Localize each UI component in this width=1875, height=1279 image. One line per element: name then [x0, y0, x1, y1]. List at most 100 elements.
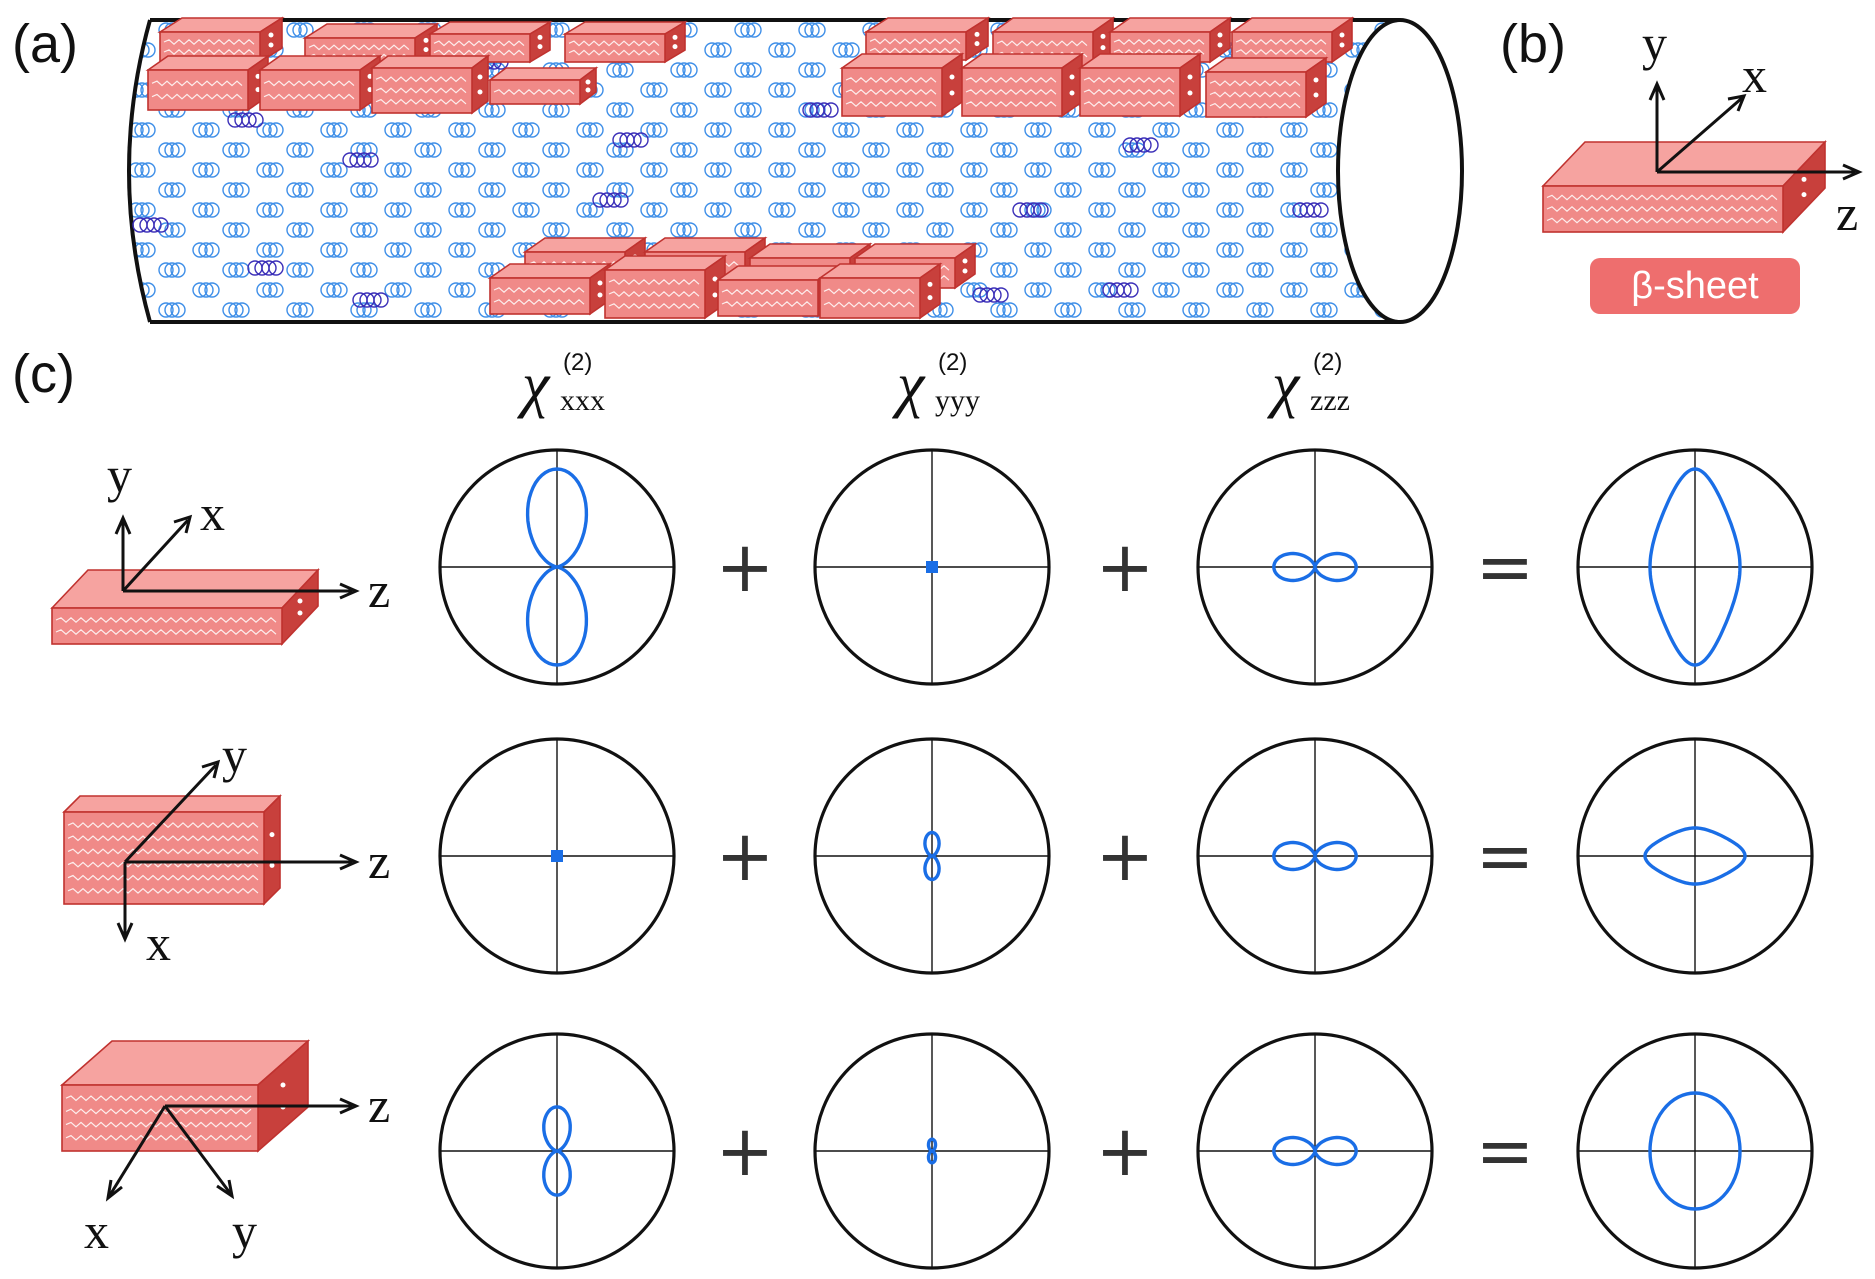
chi-subscript: zzz — [1310, 384, 1350, 417]
fibril-beta-sheet — [562, 20, 688, 64]
fibril-beta-sheet — [487, 262, 613, 316]
plus-sign: + — [1096, 1110, 1155, 1192]
panel-b-z-label: z — [1836, 185, 1858, 241]
panel-b-label: (b) — [1500, 14, 1566, 74]
row2-y-label: y — [222, 727, 247, 783]
fibril-beta-sheet — [839, 52, 965, 118]
panel-c: (c) χ (2) xxx χ (2) yyy χ (2) zzz y x — [12, 344, 1814, 1270]
row1-y-label: y — [107, 447, 132, 503]
chi-subscript: xxx — [560, 384, 605, 417]
plus-sign: + — [716, 1110, 775, 1192]
polar-curve — [926, 1137, 938, 1165]
beta-sheet-upright — [62, 794, 282, 906]
polar-curve — [542, 1105, 572, 1197]
dark-helix — [247, 260, 284, 276]
fibril-cylinder — [127, 16, 1464, 324]
fibril-beta-sheet — [257, 54, 383, 112]
plus-sign: + — [1096, 526, 1155, 608]
polar-plot-r3-c4 — [1576, 1032, 1814, 1270]
polar-curve — [525, 467, 589, 667]
col-header-yyy: χ (2) yyy — [892, 349, 980, 419]
row1-z-label: z — [368, 562, 390, 618]
row2-orientation: y z x — [62, 727, 390, 971]
fibril-beta-sheet — [1203, 56, 1329, 119]
polar-curve — [1272, 840, 1358, 872]
col-header-zzz: χ (2) zzz — [1267, 349, 1350, 419]
dark-helix — [1122, 137, 1159, 153]
chi-order: (2) — [938, 349, 967, 376]
dark-helix — [972, 287, 1009, 303]
fibril-beta-sheet — [1229, 16, 1355, 64]
polar-dot — [926, 561, 938, 573]
panel-a-label: (a) — [12, 14, 78, 74]
dark-helix — [592, 192, 629, 208]
polar-plot-r1-c1 — [438, 448, 676, 686]
fibril-beta-sheet — [369, 54, 491, 115]
dark-helix — [342, 152, 379, 168]
beta-sheet-badge-text: β-sheet — [1631, 265, 1759, 307]
panel-b-axes — [1648, 80, 1863, 181]
dark-helix — [132, 217, 169, 233]
row3-orientation: z x y — [59, 1039, 390, 1259]
polar-curve — [1643, 826, 1747, 886]
beta-sheet-badge — [1590, 258, 1800, 314]
fibril-beta-sheet — [602, 254, 728, 320]
beta-sheet-model — [1541, 140, 1827, 234]
polar-curve — [1272, 1135, 1358, 1167]
chi-symbol: χ — [892, 351, 926, 419]
row3-x-label: x — [84, 1203, 109, 1259]
dark-helix — [1102, 282, 1139, 298]
fibril-beta-sheet — [959, 52, 1085, 118]
polar-plot-r3-c2 — [813, 1032, 1051, 1270]
panel-c-label: (c) — [12, 344, 75, 404]
beta-sheet-b — [1541, 140, 1827, 234]
fibril-beta-sheets — [145, 16, 1355, 320]
fibril-beta-sheet — [145, 54, 271, 112]
chi-subscript: yyy — [935, 384, 980, 417]
chi-order: (2) — [563, 349, 592, 376]
dark-helix — [1292, 202, 1329, 218]
dark-helix — [612, 132, 649, 148]
beta-sheet-flat — [50, 567, 320, 647]
polar-plot-r3-c3 — [1196, 1032, 1434, 1270]
chi-symbol: χ — [1267, 351, 1301, 419]
fibril-beta-sheet — [817, 262, 943, 320]
row3-z-label: z — [368, 1077, 390, 1133]
cylinder-end-cap — [1336, 18, 1464, 324]
polar-plot-r1-c4 — [1576, 448, 1814, 686]
polar-plot-r1-c2 — [813, 448, 1051, 686]
row1-x-label: x — [200, 485, 225, 541]
plus-sign: + — [716, 526, 775, 608]
polar-curve — [1648, 467, 1742, 667]
row2-z-label: z — [368, 833, 390, 889]
beta-sheet-row1 — [50, 567, 320, 647]
polar-dot — [551, 850, 563, 862]
row2-x-label: x — [146, 915, 171, 971]
polar-curve — [923, 830, 941, 882]
dark-helix — [352, 292, 389, 308]
plus-sign: + — [716, 815, 775, 897]
polar-curve — [1648, 1091, 1742, 1211]
polar-plot-r3-c1 — [438, 1032, 676, 1270]
beta-sheet-row2 — [62, 794, 282, 906]
fibril-beta-sheet — [1077, 52, 1203, 118]
dark-helix — [227, 112, 264, 128]
dark-helix — [802, 102, 839, 118]
equals-sign: = — [1476, 815, 1535, 897]
polar-plot-grid: ++=++=++= — [438, 448, 1814, 1270]
beta-sheet-tilted — [59, 1039, 311, 1153]
x-axis-arrow — [1656, 96, 1743, 174]
dark-helix — [1012, 202, 1049, 218]
equals-sign: = — [1476, 526, 1535, 608]
panel-b: (b) y x z β-sheet — [1500, 14, 1863, 314]
polar-plot-r1-c3 — [1196, 448, 1434, 686]
polar-plot-r2-c4 — [1576, 737, 1814, 975]
panel-b-x-label: x — [1742, 47, 1767, 103]
polar-curve — [1272, 551, 1358, 583]
row1-orientation: y x z — [50, 447, 390, 647]
chi-order: (2) — [1313, 349, 1342, 376]
col-header-xxx: χ (2) xxx — [517, 349, 605, 419]
panel-b-y-label: y — [1642, 15, 1667, 71]
beta-sheet-row3 — [59, 1039, 311, 1153]
